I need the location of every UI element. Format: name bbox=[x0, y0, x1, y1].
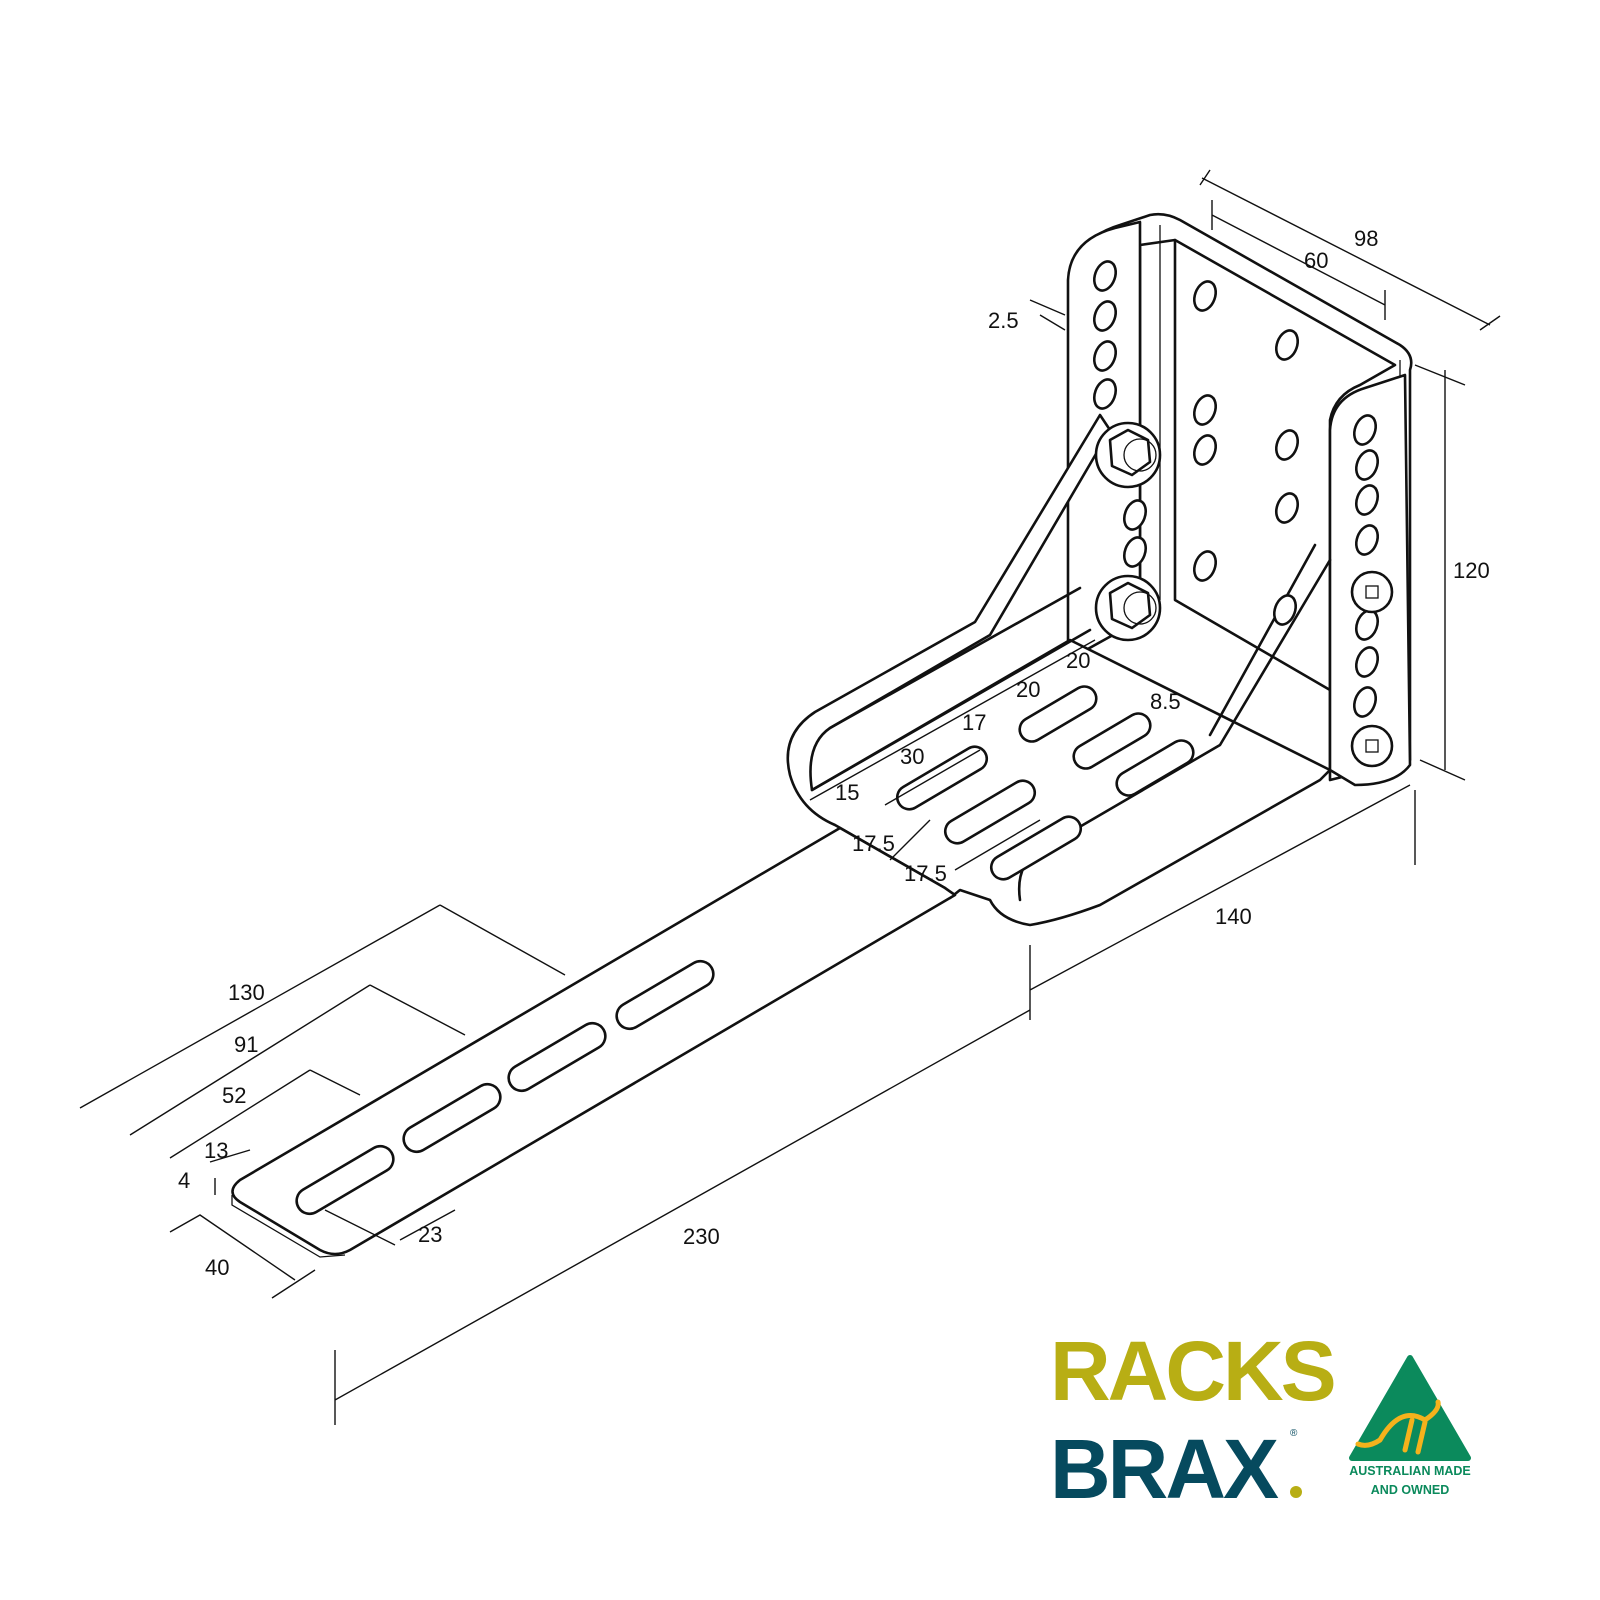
logo-racks: RACKS bbox=[1050, 1324, 1334, 1418]
slot bbox=[615, 959, 715, 1031]
dim-15: 15 bbox=[835, 780, 859, 805]
racks-brax-logo: RACKS BRAX ® bbox=[1050, 1324, 1337, 1516]
dim-230: 230 bbox=[683, 1224, 720, 1249]
hole bbox=[1092, 300, 1118, 332]
mounting-holes bbox=[1092, 260, 1380, 718]
badge-text-1: AUSTRALIAN MADE bbox=[1349, 1464, 1471, 1478]
dim-30: 30 bbox=[900, 744, 924, 769]
hole bbox=[1352, 414, 1378, 446]
slot bbox=[1072, 712, 1152, 770]
dim-17-5-first: 17.5 bbox=[852, 831, 895, 856]
hole bbox=[1272, 594, 1298, 626]
slot bbox=[1018, 685, 1098, 743]
logo-brax: BRAX bbox=[1050, 1422, 1279, 1516]
dim-140: 140 bbox=[1215, 904, 1252, 929]
dim-8-5: 8.5 bbox=[1150, 689, 1181, 714]
dim-130: 130 bbox=[228, 980, 265, 1005]
hole bbox=[1354, 484, 1380, 516]
badge-text-2: AND OWNED bbox=[1371, 1483, 1449, 1497]
socket-bolt-upper bbox=[1350, 570, 1394, 614]
slot bbox=[295, 1144, 395, 1216]
hole bbox=[1122, 499, 1148, 531]
dim-98: 98 bbox=[1354, 226, 1378, 251]
dim-2-5: 2.5 bbox=[988, 308, 1019, 333]
dim-4: 4 bbox=[178, 1168, 190, 1193]
hole bbox=[1192, 394, 1218, 426]
bar-slots bbox=[295, 959, 715, 1216]
hole bbox=[1352, 686, 1378, 718]
registered-mark: ® bbox=[1290, 1428, 1298, 1439]
hole bbox=[1092, 340, 1118, 372]
hole bbox=[1092, 260, 1118, 292]
kangaroo-icon bbox=[1355, 1399, 1441, 1455]
base-slots bbox=[895, 685, 1195, 881]
slot bbox=[507, 1021, 607, 1093]
dim-52: 52 bbox=[222, 1083, 246, 1108]
hole bbox=[1354, 646, 1380, 678]
slot bbox=[943, 779, 1037, 845]
hex-nut-lower bbox=[1094, 574, 1162, 642]
dim-120: 120 bbox=[1453, 558, 1490, 583]
hex-nut-upper bbox=[1094, 421, 1162, 489]
dim-20-inner: 20 bbox=[1016, 677, 1040, 702]
socket-bolt-lower bbox=[1350, 724, 1394, 768]
dim-17-5-second: 17.5 bbox=[904, 861, 947, 886]
logo-dot bbox=[1290, 1486, 1302, 1498]
dim-23: 23 bbox=[418, 1222, 442, 1247]
hole bbox=[1274, 329, 1300, 361]
dim-40: 40 bbox=[205, 1255, 229, 1280]
hole bbox=[1354, 449, 1380, 481]
hole bbox=[1192, 434, 1218, 466]
slot bbox=[895, 745, 989, 811]
slot bbox=[1115, 739, 1195, 797]
dimension-lines bbox=[79, 169, 1501, 1425]
dim-91: 91 bbox=[234, 1032, 258, 1057]
dim-60: 60 bbox=[1304, 248, 1328, 273]
hole bbox=[1274, 492, 1300, 524]
hole bbox=[1192, 280, 1218, 312]
slot bbox=[402, 1082, 502, 1154]
australian-made-badge: AUSTRALIAN MADE AND OWNED bbox=[1349, 1355, 1471, 1497]
slot bbox=[989, 815, 1083, 881]
hole bbox=[1192, 550, 1218, 582]
hole bbox=[1354, 524, 1380, 556]
hole bbox=[1092, 378, 1118, 410]
dim-13: 13 bbox=[204, 1138, 228, 1163]
dim-17: 17 bbox=[962, 710, 986, 735]
dimension-labels: 98 60 2.5 120 140 230 130 91 52 13 4 40 … bbox=[178, 226, 1490, 1280]
dim-20-outer: 20 bbox=[1066, 648, 1090, 673]
hole bbox=[1274, 429, 1300, 461]
hole bbox=[1122, 536, 1148, 568]
